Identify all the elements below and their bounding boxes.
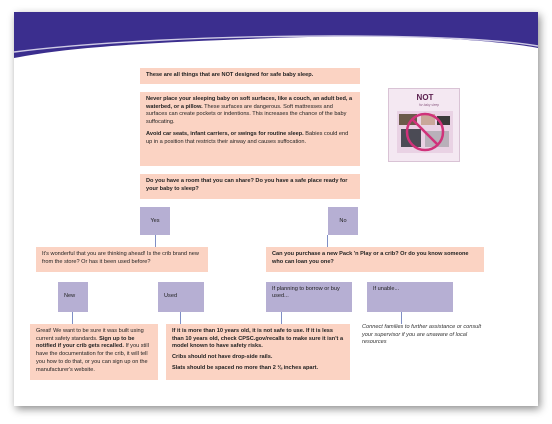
used-label: Used <box>164 293 178 299</box>
connector-borrow <box>281 312 282 324</box>
thinking-ahead-text: It's wonderful that you are thinking ahe… <box>42 251 199 265</box>
car-seats-rest: Babies could end up in a position that r… <box>146 130 349 145</box>
used-crib-slats-text: Slats should be spaced no more than 2 ⅜ … <box>172 364 319 371</box>
yes-label: Yes <box>150 218 160 224</box>
car-seat-photo <box>437 116 450 125</box>
not-safe-thumbnail: NOT for baby sleep <box>388 88 460 162</box>
soft-surfaces-box: Never place your sleeping baby on soft s… <box>140 92 360 166</box>
car-seats-paragraph: Avoid car seats, infant carriers, or swi… <box>146 131 354 146</box>
no-label: No <box>339 218 347 224</box>
connector-unable <box>401 312 402 324</box>
used-crib-rails-text: Cribs should not have drop-side rails. <box>172 354 273 361</box>
purchase-box: Can you purchase a new Pack 'n Play or a… <box>266 247 484 272</box>
new-crib-text-1: Great! We want to be sure it was built u… <box>36 328 144 342</box>
unable-box: If unable... <box>367 282 453 312</box>
soft-surfaces-bold: Never place your sleeping baby on soft s… <box>146 96 353 110</box>
connector-no <box>327 235 328 247</box>
used-crib-box: If it is more than 10 years old, it is n… <box>166 324 350 380</box>
yes-box: Yes <box>140 207 170 235</box>
soft-surfaces-paragraph: Never place your sleeping baby on soft s… <box>146 96 354 127</box>
new-box: New <box>58 282 88 312</box>
connector-used <box>180 312 181 324</box>
connect-families-text: Connect families to further assistance o… <box>362 324 482 346</box>
thumbnail-heading: NOT <box>416 93 434 102</box>
title-text: These are all things that are NOT design… <box>146 72 314 78</box>
borrow-label: If planning to borrow or buy used... <box>272 286 340 300</box>
borrow-box: If planning to borrow or buy used... <box>266 282 352 312</box>
no-box: No <box>328 207 358 235</box>
banner-accent-line <box>14 35 538 53</box>
new-crib-box: Great! We want to be sure it was built u… <box>30 324 158 380</box>
unable-label: If unable... <box>373 286 400 292</box>
connector-new <box>72 312 73 324</box>
question-box: Do you have a room that you can share? D… <box>140 174 360 199</box>
question-text: Do you have a room that you can share? D… <box>146 178 348 192</box>
title-box: These are all things that are NOT design… <box>140 68 360 84</box>
thinking-ahead-box: It's wonderful that you are thinking ahe… <box>36 247 208 272</box>
thumbnail-subheading: for baby sleep <box>419 103 440 107</box>
used-crib-age-text: If it is more than 10 years old, it is n… <box>172 328 344 350</box>
couch-photo <box>399 114 417 125</box>
used-box: Used <box>158 282 204 312</box>
new-crib-text-2: If you still have the documentation for … <box>36 343 149 373</box>
slide: These are all things that are NOT design… <box>14 12 538 406</box>
new-crib-bold: Sign up to be notified if your crib gets… <box>36 335 135 350</box>
bed-photo <box>421 114 435 125</box>
top-banner <box>14 12 538 58</box>
car-seats-bold: Avoid car seats, infant carriers, or swi… <box>146 130 304 137</box>
soft-surfaces-rest: These surfaces are dangerous. Soft mattr… <box>146 103 347 126</box>
connect-families-note: Connect families to further assistance o… <box>362 324 482 347</box>
banner-shape <box>14 12 538 58</box>
purchase-text: Can you purchase a new Pack 'n Play or a… <box>272 251 469 265</box>
new-label: New <box>64 293 76 299</box>
thumbnail-collage <box>397 111 453 153</box>
connector-yes <box>155 235 156 247</box>
prohibited-icon <box>405 112 445 152</box>
